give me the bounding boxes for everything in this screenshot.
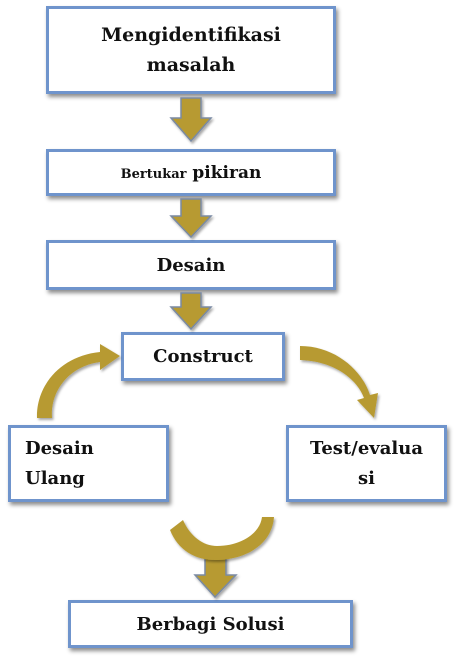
step-identify-line1: Mengidentifikasi — [101, 24, 281, 46]
step-test-line2: si — [358, 467, 375, 489]
step-share-solution: Berbagi Solusi — [68, 600, 353, 648]
down-arrow-icon — [169, 198, 213, 239]
step-test-line1: Test/evalua — [310, 437, 423, 459]
step-redesign: Desain Ulang — [8, 425, 169, 502]
step-brainstorm: Bertukar pikiran — [46, 149, 336, 196]
down-arrow-icon — [169, 97, 213, 143]
curved-arrow-icon — [36, 344, 121, 418]
step-test-evaluate: Test/evalua si — [286, 425, 447, 502]
step-brainstorm-part2: pikiran — [186, 162, 262, 183]
curved-arrow-icon — [300, 346, 378, 418]
step-construct-label: Construct — [153, 346, 253, 367]
down-arrow-icon — [169, 292, 213, 331]
step-design-label: Desain — [156, 254, 226, 276]
step-brainstorm-part1: Bertukar — [120, 166, 187, 182]
step-construct: Construct — [121, 332, 285, 381]
step-design: Desain — [46, 240, 336, 290]
step-identify-line2: masalah — [146, 54, 236, 76]
step-redesign-line2: Ulang — [25, 467, 85, 489]
step-share-label: Berbagi Solusi — [136, 613, 285, 635]
step-identify-problem: Mengidentifikasi masalah — [46, 6, 336, 94]
step-redesign-line1: Desain — [25, 437, 94, 459]
down-arrow-icon — [193, 556, 238, 599]
curved-arrow-icon — [170, 517, 274, 560]
